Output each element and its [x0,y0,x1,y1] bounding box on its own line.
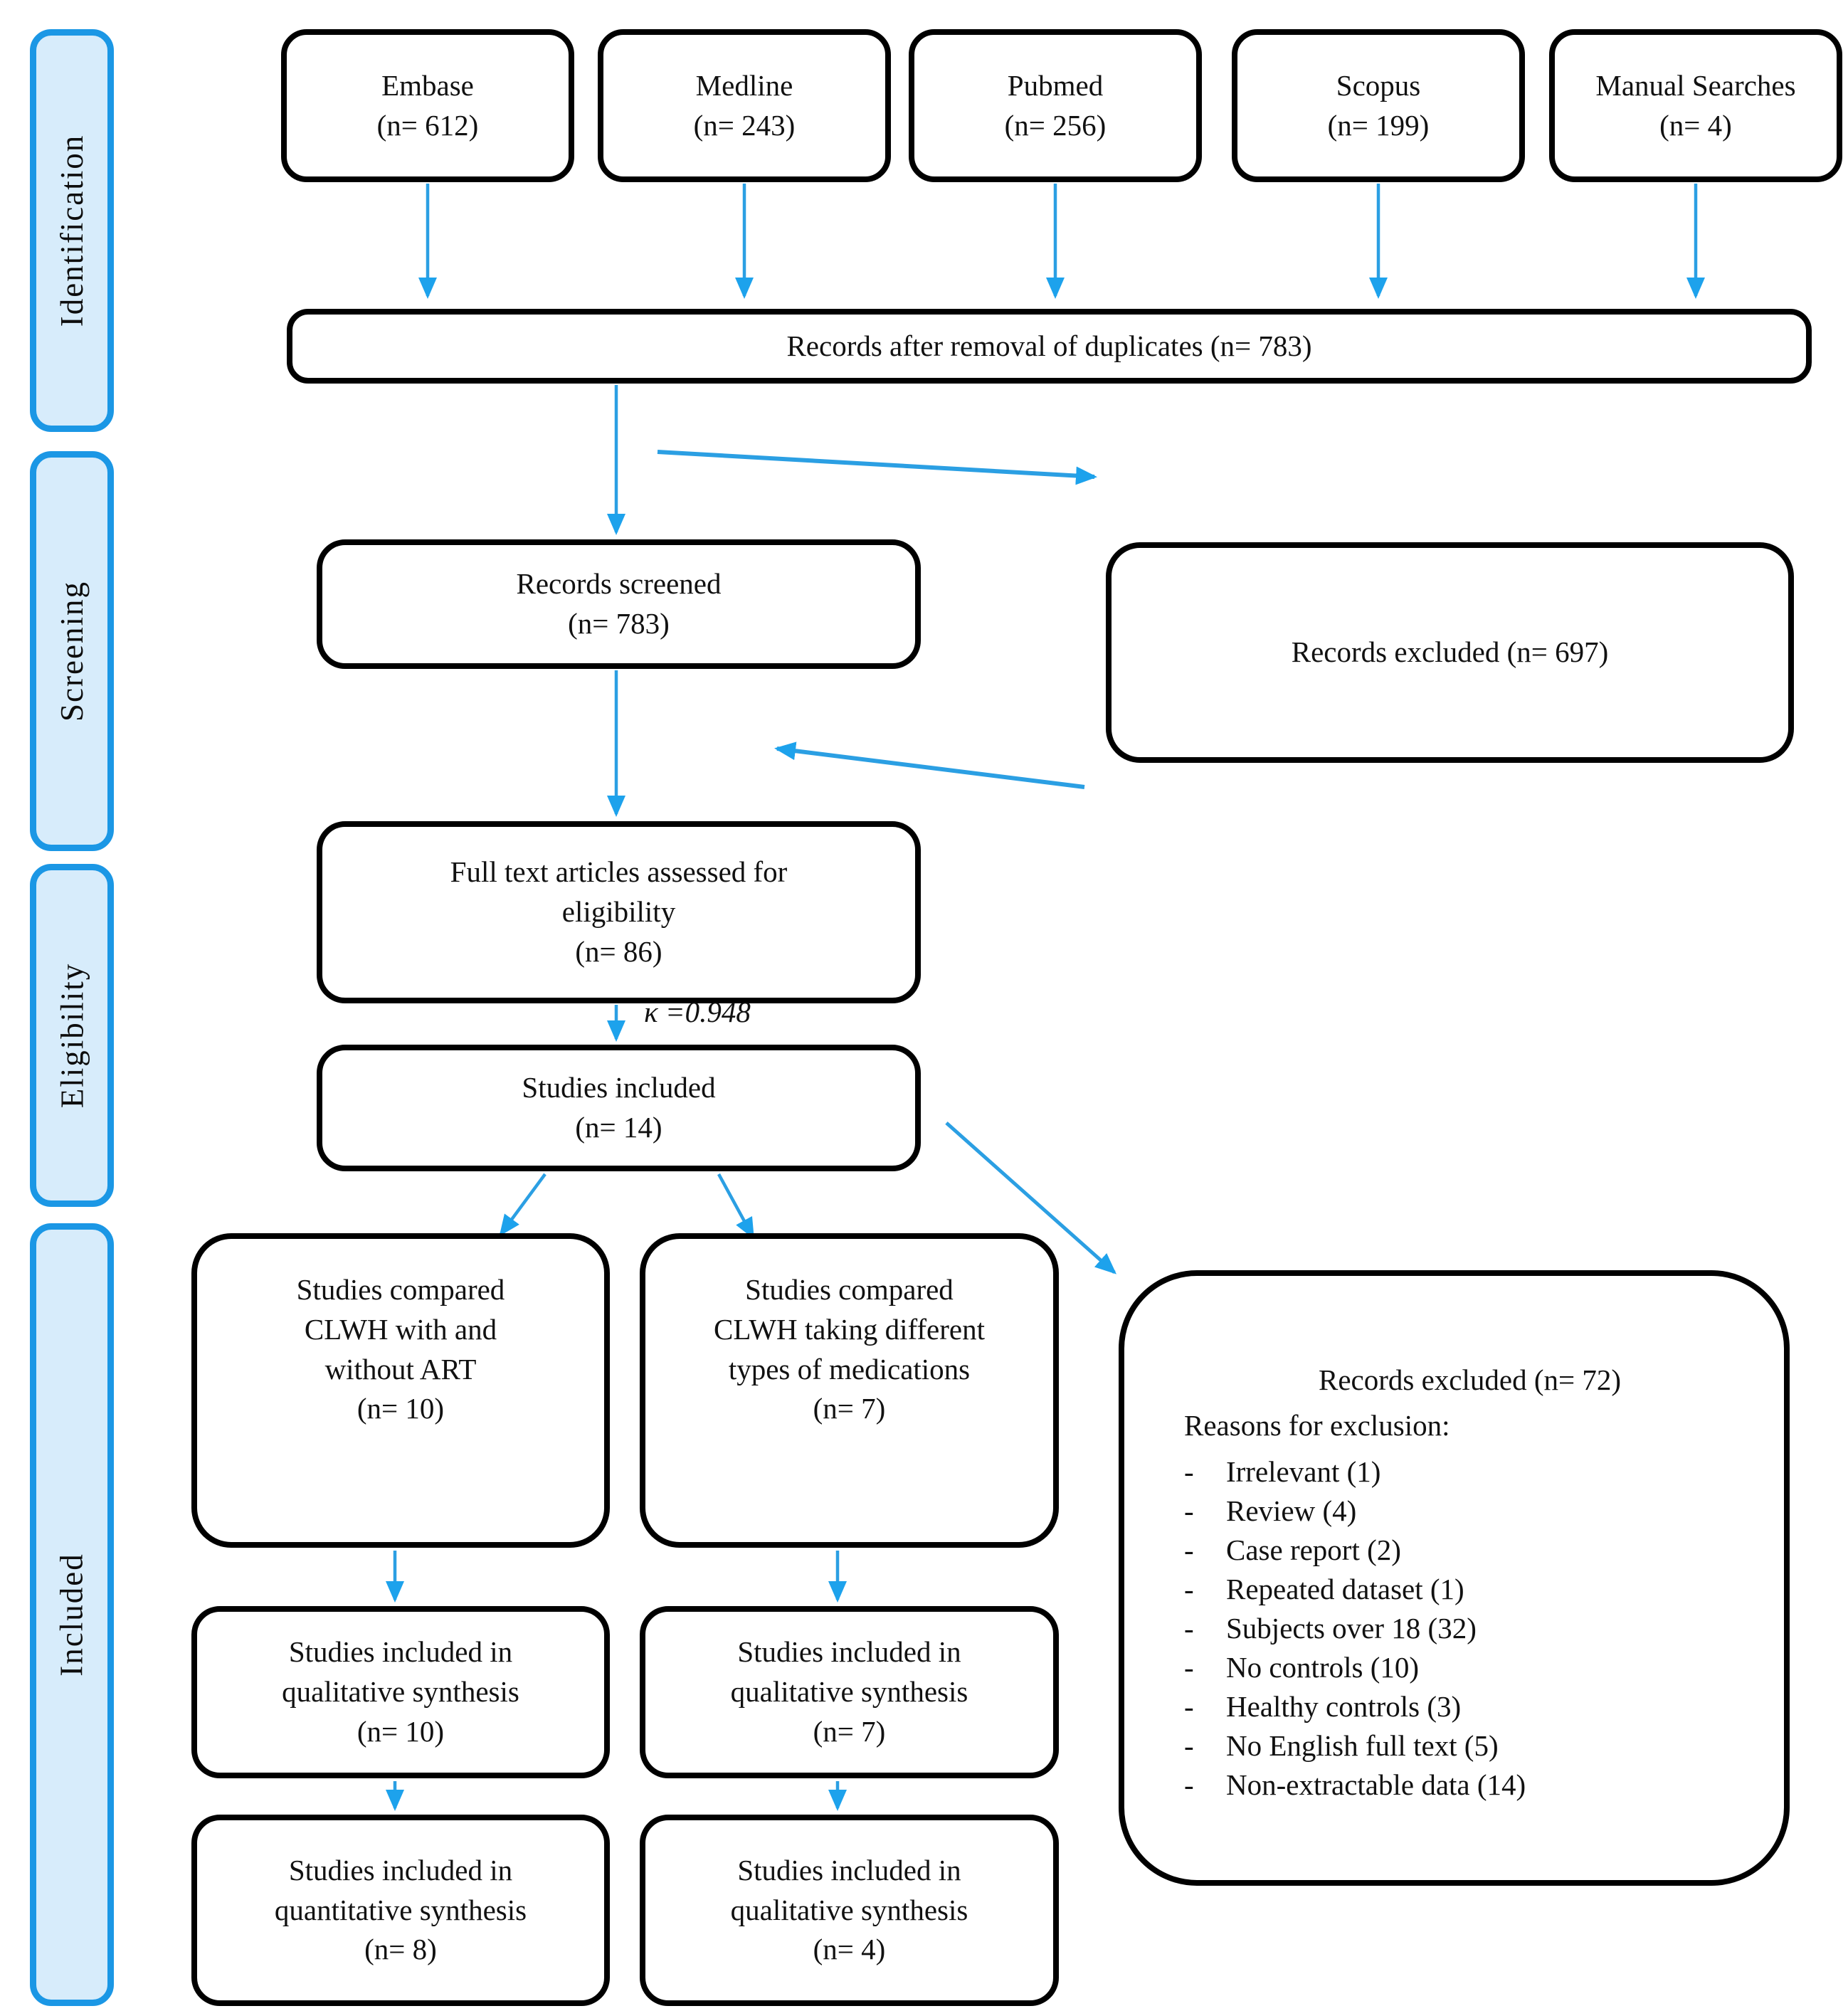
reason-bullet: - [1184,1690,1194,1723]
records-excluded-eligibility-box: Records excluded (n= 72) Reasons for exc… [1119,1270,1790,1886]
arrow-to-excluded697 [657,450,1097,485]
arrow-included-to-branch-art [499,1173,547,1237]
reason-bullet: - [1184,1612,1194,1645]
branch-medications-comparison-box: Studies compared CLWH taking different t… [640,1233,1059,1548]
reason-text: Repeated dataset (1) [1226,1573,1464,1605]
exclusion-reason-item: - Subjects over 18 (32) [1184,1609,1755,1648]
source-box-manual-searches: Manual Searches (n= 4) [1549,29,1842,182]
exclusion-reason-item: - Repeated dataset (1) [1184,1570,1755,1609]
arrow-included-to-branch-meds [717,1173,754,1240]
stage-screening: Screening [30,451,114,851]
reason-text: Non-extractable data (14) [1226,1768,1526,1801]
reason-text: No English full text (5) [1226,1729,1499,1762]
exclusion-reason-item: - No controls (10) [1184,1648,1755,1687]
records-excluded-screening-box: Records excluded (n= 697) [1106,542,1794,763]
stage-screening-label: Screening [54,581,90,722]
exclusion-reason-item: - Case report (2) [1184,1531,1755,1570]
duplicates-removed-box: Records after removal of duplicates (n= … [287,309,1812,384]
reason-bullet: - [1184,1455,1194,1488]
stage-eligibility: Eligibility [30,864,114,1207]
stage-eligibility-label: Eligibility [54,962,90,1109]
records-screened-box: Records screened (n= 783) [317,539,921,669]
branch-art-comparison-box: Studies compared CLWH with and without A… [191,1233,610,1548]
source-box-pubmed: Pubmed (n= 256) [909,29,1202,182]
qualitative-synthesis-left-box: Studies included in qualitative synthesi… [191,1606,610,1778]
arrow-excluded697-return [774,741,1085,789]
source-box-embase: Embase (n= 612) [281,29,574,182]
reason-text: Irrelevant (1) [1226,1455,1381,1488]
qualitative-synthesis-right-box: Studies included in qualitative synthesi… [640,1606,1059,1778]
qualitative-synthesis-bottom-right-box: Studies included in qualitative synthesi… [640,1815,1059,2006]
studies-included-box: Studies included (n= 14) [317,1045,921,1171]
reason-bullet: - [1184,1651,1194,1684]
exclusion-reason-item: - Healthy controls (3) [1184,1687,1755,1726]
full-text-assessed-box: Full text articles assessed for eligibil… [317,821,921,1003]
stage-included-label: Included [54,1553,90,1677]
reason-bullet: - [1184,1729,1194,1762]
reason-text: Subjects over 18 (32) [1226,1612,1477,1645]
exclusion-reason-item: - No English full text (5) [1184,1726,1755,1765]
excluded72-title: Records excluded (n= 72) [1318,1363,1621,1396]
reason-text: Case report (2) [1226,1534,1401,1566]
exclusion-reason-item: - Irrelevant (1) [1184,1452,1755,1492]
arrow-included-to-excluded72 [945,1121,1116,1274]
stage-identification-label: Identification [54,134,90,327]
quantitative-synthesis-left-box: Studies included in quantitative synthes… [191,1815,610,2006]
reason-bullet: - [1184,1494,1194,1527]
stage-identification: Identification [30,29,114,432]
kappa-annotation: κ =0.948 [644,996,751,1028]
reason-text: No controls (10) [1226,1651,1420,1684]
exclusion-reason-item: - Review (4) [1184,1492,1755,1531]
reason-bullet: - [1184,1534,1194,1566]
source-box-scopus: Scopus (n= 199) [1232,29,1525,182]
source-box-medline: Medline (n= 243) [598,29,891,182]
reason-text: Healthy controls (3) [1226,1690,1462,1723]
excluded72-subtitle: Reasons for exclusion: [1184,1409,1450,1442]
reason-bullet: - [1184,1573,1194,1605]
reason-bullet: - [1184,1768,1194,1801]
stage-included: Included [30,1223,114,2006]
reason-text: Review (4) [1226,1494,1357,1527]
exclusion-reason-item: - Non-extractable data (14) [1184,1765,1755,1805]
